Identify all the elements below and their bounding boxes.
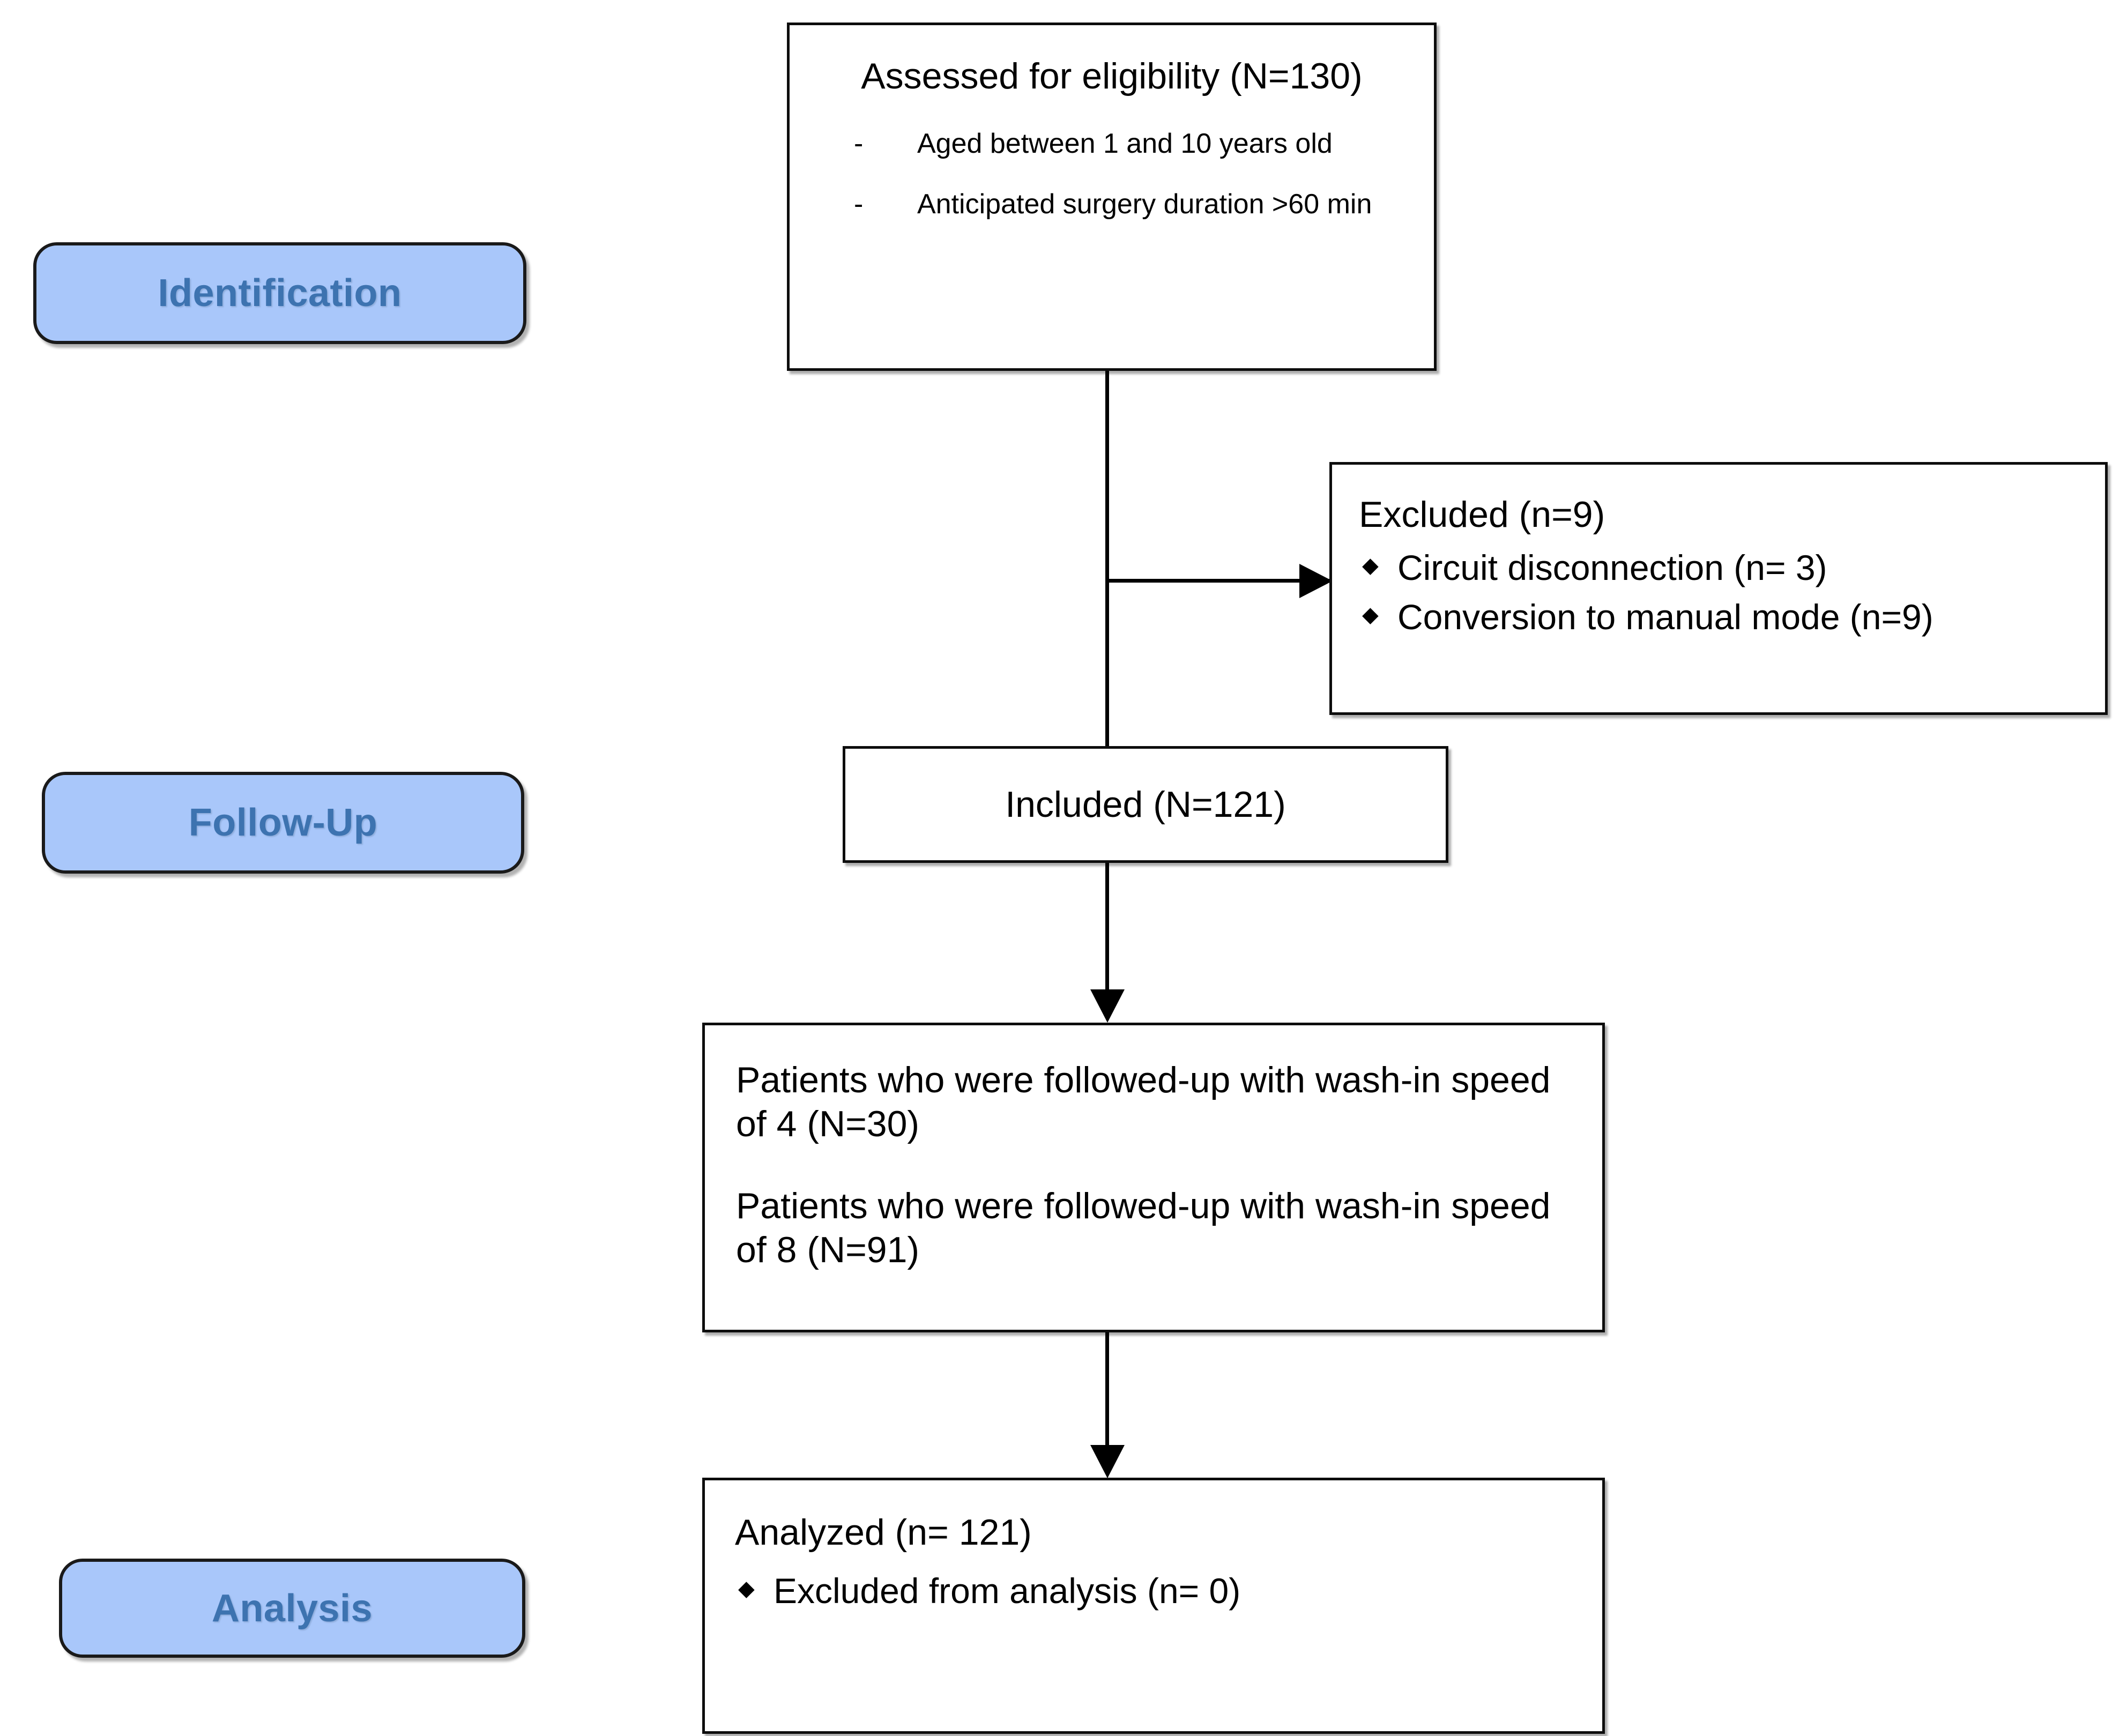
connector-followup-to-analyzed <box>1105 1332 1109 1446</box>
arrow-right-icon <box>1299 564 1333 598</box>
analyzed-title: Analyzed (n= 121) <box>735 1512 1032 1553</box>
stage-badge-analysis: Analysis <box>59 1559 525 1658</box>
box-analyzed: Analyzed (n= 121) Excluded from analysis… <box>702 1478 1605 1734</box>
connector-included-to-followup <box>1105 863 1109 990</box>
arrow-down-icon <box>1090 989 1125 1023</box>
list-item: Excluded from analysis (n= 0) <box>735 1568 1579 1614</box>
eligibility-criteria-list: Aged between 1 and 10 years old Anticipa… <box>812 126 1411 222</box>
stage-label-follow-up: Follow-Up <box>188 801 378 844</box>
arrow-down-icon <box>1090 1445 1125 1478</box>
list-item: Conversion to manual mode (n=9) <box>1359 594 2091 640</box>
analyzed-notes-list: Excluded from analysis (n= 0) <box>735 1568 1579 1614</box>
reason-text: Conversion to manual mode (n=9) <box>1397 597 1933 637</box>
stage-label-analysis: Analysis <box>211 1586 373 1630</box>
criterion-text: Anticipated surgery duration >60 min <box>917 188 1372 220</box>
stage-label-identification: Identification <box>158 272 402 315</box>
criterion-text: Aged between 1 and 10 years old <box>917 128 1333 160</box>
reason-text: Circuit disconnection (n= 3) <box>1397 548 1827 588</box>
box-followed-up-patients: Patients who were followed-up with wash-… <box>702 1023 1605 1332</box>
eligibility-title: Assessed for eligibility (N=130) <box>861 56 1363 96</box>
list-item: Circuit disconnection (n= 3) <box>1359 545 2091 591</box>
included-title: Included (N=121) <box>1005 784 1286 825</box>
box-included: Included (N=121) <box>843 746 1448 863</box>
excluded-reasons-list: Circuit disconnection (n= 3) Conversion … <box>1359 545 2091 640</box>
note-text: Excluded from analysis (n= 0) <box>774 1571 1241 1611</box>
connector-eligibility-trunk <box>1105 371 1109 756</box>
list-item: Anticipated surgery duration >60 min <box>854 187 1411 222</box>
stage-badge-follow-up: Follow-Up <box>42 772 524 874</box>
followup-line-2: Patients who were followed-up with wash-… <box>736 1186 1551 1270</box>
connector-branch-to-excluded <box>1107 579 1333 583</box>
excluded-title: Excluded (n=9) <box>1359 494 1605 535</box>
box-assessed-for-eligibility: Assessed for eligibility (N=130) Aged be… <box>787 23 1437 371</box>
stage-badge-identification: Identification <box>33 242 526 344</box>
box-excluded: Excluded (n=9) Circuit disconnection (n=… <box>1329 462 2108 715</box>
list-item: Aged between 1 and 10 years old <box>854 126 1411 162</box>
followup-line-1: Patients who were followed-up with wash-… <box>736 1060 1551 1144</box>
